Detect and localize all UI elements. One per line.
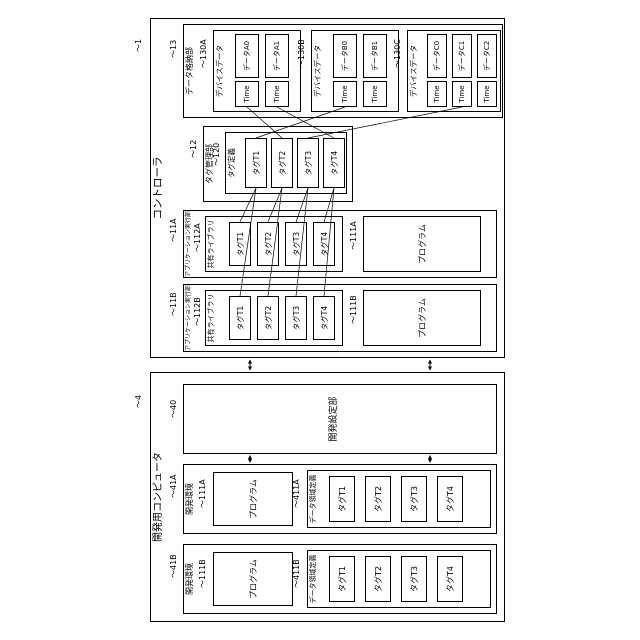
tag-box: タグT1 xyxy=(329,556,355,602)
tag-box: タグT2 xyxy=(365,556,391,602)
ref-label-411A: 〜411A xyxy=(292,479,301,508)
program-box-111A: プログラム xyxy=(363,216,481,272)
device-data-label-130A: デバイスデータ xyxy=(215,44,224,98)
tag-box: タグT1 xyxy=(229,222,251,266)
dev-computer-label: 開発用コンピュータ xyxy=(153,452,164,542)
tag-box: タグT2 xyxy=(365,476,391,522)
time-cell: Time xyxy=(265,81,289,107)
data-area-def-label-411A: データ領域定義 xyxy=(309,474,317,524)
ref-label-130A: 〜130A xyxy=(199,39,208,68)
time-cell: Time xyxy=(235,81,259,107)
tag-box: タグT4 xyxy=(437,476,463,522)
ref-label-111B: 〜111B xyxy=(349,295,358,324)
program-box-dev-111B: プログラム xyxy=(213,552,293,606)
tag-box: タグT2 xyxy=(271,138,293,188)
ref-label-40: 〜40 xyxy=(169,399,178,418)
tag-box: タグT4 xyxy=(313,222,335,266)
ref-label-111B-dev: 〜111B xyxy=(198,559,207,588)
dev-env-label-41A: 開発環境 xyxy=(185,483,194,515)
data-cell: データA1 xyxy=(265,34,289,78)
ref-label-41B: 〜41B xyxy=(169,554,178,578)
tag-box: タグT1 xyxy=(329,476,355,522)
program-box-dev-111A: プログラム xyxy=(213,472,293,526)
ref-label-112A: 〜112A xyxy=(193,223,202,252)
time-cell: Time xyxy=(363,81,387,107)
ref-label-411B: 〜411B xyxy=(292,559,301,588)
ref-label-120: 〜120 xyxy=(212,142,221,166)
app-exec-label-11B: アプリケーション実行部 xyxy=(185,285,192,351)
data-cell: データB1 xyxy=(363,34,387,78)
shared-lib-label-112A: 共有ライブラリ xyxy=(207,219,215,269)
data-cell: データC2 xyxy=(477,34,497,78)
tag-box: タグT3 xyxy=(285,222,307,266)
tag-def-label: タグ定義 xyxy=(227,148,236,178)
time-cell: Time xyxy=(333,81,357,107)
data-area-def-label-411B: データ領域定義 xyxy=(309,554,317,604)
time-cell: Time xyxy=(477,81,497,107)
dev-env-label-41B: 開発環境 xyxy=(185,563,194,595)
data-storage-label: データ格納部 xyxy=(185,47,194,95)
ref-label-13: 〜13 xyxy=(169,39,178,58)
tag-box: タグT1 xyxy=(229,296,251,340)
ref-label-41A: 〜41A xyxy=(169,474,178,498)
time-cell: Time xyxy=(427,81,447,107)
ref-label-1: 〜1 xyxy=(134,38,143,52)
tag-box: タグT2 xyxy=(257,296,279,340)
ref-label-12: 〜12 xyxy=(189,139,198,158)
tag-box: タグT3 xyxy=(297,138,319,188)
tag-box: タグT4 xyxy=(437,556,463,602)
controller-label: コントローラ xyxy=(152,156,164,220)
ref-label-11B: 〜11B xyxy=(169,292,178,316)
dev-config-box-40 xyxy=(183,384,497,454)
device-data-label-130B: デバイスデータ xyxy=(313,44,322,98)
data-cell: データB0 xyxy=(333,34,357,78)
data-cell: データA0 xyxy=(235,34,259,78)
data-cell: データC1 xyxy=(452,34,472,78)
tag-box: タグT4 xyxy=(313,296,335,340)
tag-box: タグT1 xyxy=(245,138,267,188)
ref-label-111A: 〜111A xyxy=(349,221,358,250)
tag-box: タグT3 xyxy=(285,296,307,340)
ref-label-4: 〜4 xyxy=(134,394,143,408)
ref-label-130C: 〜130C xyxy=(393,39,402,68)
device-data-label-130C: デバイスデータ xyxy=(409,44,418,98)
time-cell: Time xyxy=(452,81,472,107)
ref-label-112B: 〜112B xyxy=(193,297,202,326)
figure-canvas: 開発用コンピュータ 〜4 開発環境 〜41B 〜111B プログラム 〜411B… xyxy=(125,10,515,630)
ref-label-11A: 〜11A xyxy=(169,218,178,242)
ref-label-130B: 〜130B xyxy=(297,39,306,68)
tag-box: タグT3 xyxy=(401,476,427,522)
program-box-111B: プログラム xyxy=(363,290,481,346)
ref-label-111A-dev: 〜111A xyxy=(198,479,207,508)
tag-box: タグT3 xyxy=(401,556,427,602)
tag-box: タグT4 xyxy=(323,138,345,188)
app-exec-label-11A: アプリケーション実行部 xyxy=(185,211,192,277)
tag-box: タグT2 xyxy=(257,222,279,266)
data-cell: データC0 xyxy=(427,34,447,78)
shared-lib-label-112B: 共有ライブラリ xyxy=(207,293,215,343)
dev-config-label: 開発設定部 xyxy=(329,396,339,442)
